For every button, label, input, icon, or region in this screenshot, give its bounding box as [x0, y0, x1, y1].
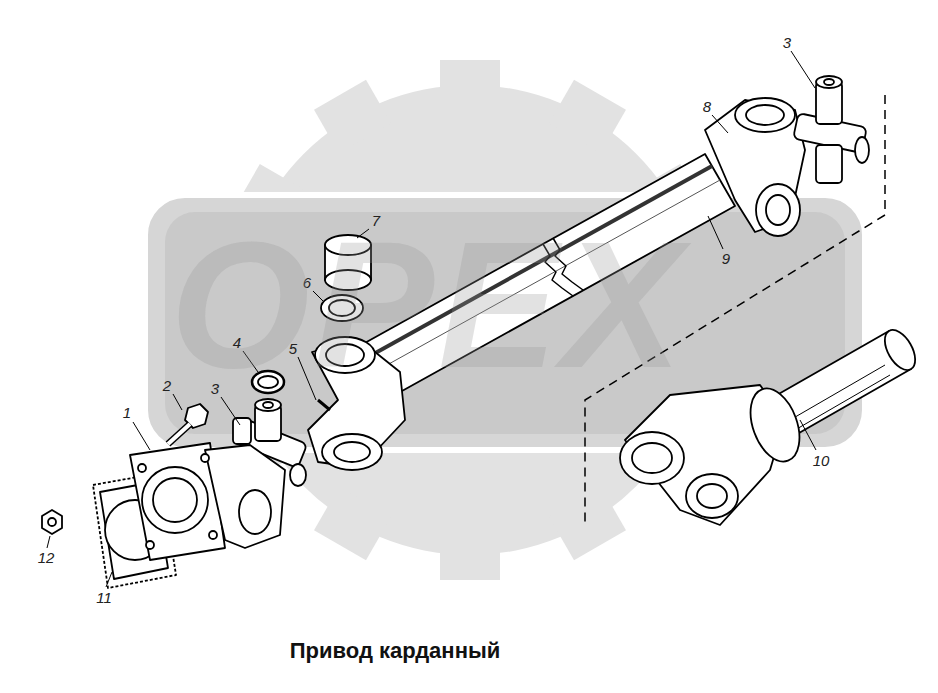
callout-number: 11	[94, 589, 114, 606]
callout-number: 3	[781, 34, 793, 51]
callout-number: 12	[36, 549, 57, 566]
callout-number: 1	[121, 404, 133, 421]
callout-number: 9	[720, 250, 732, 267]
callout-number: 8	[701, 98, 713, 115]
watermark: OPEX	[170, 215, 686, 395]
caption: Привод карданный	[290, 638, 500, 664]
callout-number: 10	[811, 452, 832, 469]
